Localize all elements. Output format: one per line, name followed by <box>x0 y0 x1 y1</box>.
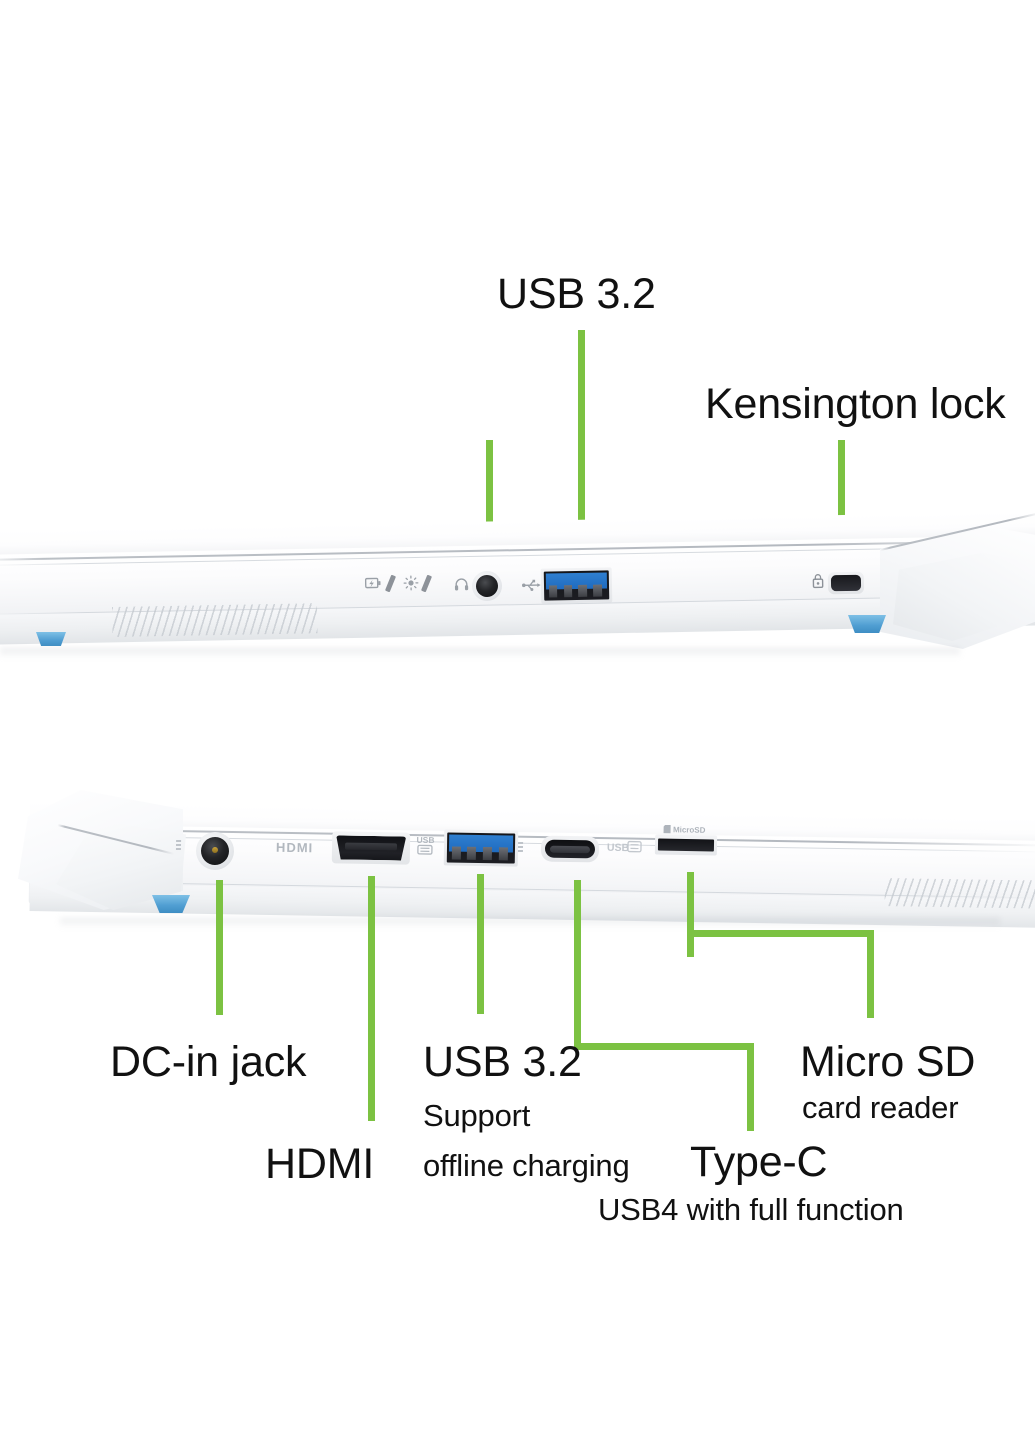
kensington-lock-slot[interactable] <box>827 571 865 595</box>
callout-label-type-c: Type-C <box>690 1138 828 1186</box>
laptop-shadow-top <box>0 648 960 658</box>
usb-a-pin <box>593 584 603 597</box>
usb-a-pin <box>451 846 461 860</box>
usb-a-port-left-side[interactable] <box>443 829 519 867</box>
leader-line-microsd-segment-2 <box>687 930 874 937</box>
leader-line-hdmi <box>368 876 375 1121</box>
leader-line-dc-in-jack <box>216 880 223 1015</box>
laptop-left-side-view: HDMI USB <box>0 780 1035 930</box>
svg-text:USB: USB <box>607 842 630 854</box>
dc-in-jack-icon <box>175 839 182 852</box>
usb-a-port-cavity <box>446 832 516 864</box>
usb-a-port-cavity <box>543 570 610 601</box>
usb-a-pin <box>578 584 588 597</box>
usb-a-pin <box>548 585 558 598</box>
laptop-foot-left <box>152 895 190 913</box>
usb-c-port-tongue <box>549 845 591 854</box>
leader-line-usb32-bottom <box>477 874 484 1014</box>
svg-text:MicroSD: MicroSD <box>673 825 706 835</box>
laptop-right-side-view <box>0 511 1035 660</box>
usb-trident-icon <box>522 579 541 591</box>
headphone-jack-icon <box>454 577 469 592</box>
usb-a-port-right-side[interactable] <box>540 567 613 604</box>
kensington-lock-hole <box>830 574 862 592</box>
hdmi-port-tongue <box>344 842 398 851</box>
micro-sd-icon: MicroSD <box>663 823 721 837</box>
callout-label-usb32-top: USB 3.2 <box>497 270 656 318</box>
battery-charge-indicator-icon <box>364 577 382 590</box>
usb-c-port[interactable] <box>540 835 600 863</box>
usb-ss-silkscreen-icon: USB <box>416 834 438 856</box>
svg-text:USB: USB <box>417 835 435 845</box>
usb-a-pin <box>482 847 492 861</box>
usb-c-silkscreen-icon: USB <box>607 838 643 857</box>
callout-sublabel-type-c-usb4: USB4 with full function <box>598 1192 904 1227</box>
leader-line-headphone-jack <box>486 440 493 590</box>
kensington-lock-icon <box>812 573 824 589</box>
callout-label-hdmi: HDMI <box>265 1140 375 1188</box>
callout-label-kensington: Kensington lock <box>705 380 1006 428</box>
leader-line-typec-segment-1 <box>574 880 581 1050</box>
callout-label-micro-sd: Micro SD <box>800 1038 976 1086</box>
usb-a-pin <box>467 847 477 860</box>
micro-sd-card-slot[interactable] <box>654 834 718 856</box>
dc-in-jack-center-pin <box>211 846 219 854</box>
leader-line-usb32-top <box>578 330 585 575</box>
laptop-foot-right <box>848 615 886 633</box>
leader-line-microsd-segment-3 <box>867 930 874 1018</box>
hdmi-silkscreen-label: HDMI <box>275 839 314 856</box>
hdmi-port[interactable] <box>331 831 411 865</box>
callout-label-dc-in-jack: DC-in jack <box>110 1038 307 1086</box>
callout-sublabel-micro-sd-card-reader: card reader <box>802 1090 959 1125</box>
leader-line-microsd-segment-1 <box>687 872 694 957</box>
power-led-indicator-icon <box>403 575 419 591</box>
usb-a-pin <box>563 584 573 598</box>
leader-line-typec-segment-2 <box>574 1043 754 1050</box>
usb-a-pin <box>498 847 508 861</box>
right-vent-grille <box>884 878 1035 909</box>
micro-sd-slot-cavity <box>657 838 715 852</box>
leader-line-typec-segment-3 <box>747 1043 754 1131</box>
laptop-foot-left <box>36 632 66 646</box>
callout-sublabel-usb32-offline-charging: offline charging <box>423 1148 630 1183</box>
leader-line-kensington <box>838 440 845 588</box>
left-vent-grille <box>112 603 318 637</box>
callout-label-usb32-bottom: USB 3.2 <box>423 1038 582 1086</box>
laptop-shadow-bottom <box>60 918 1000 928</box>
callout-sublabel-usb32-support: Support <box>423 1098 531 1133</box>
usb-c-charge-dots-icon <box>517 841 524 854</box>
